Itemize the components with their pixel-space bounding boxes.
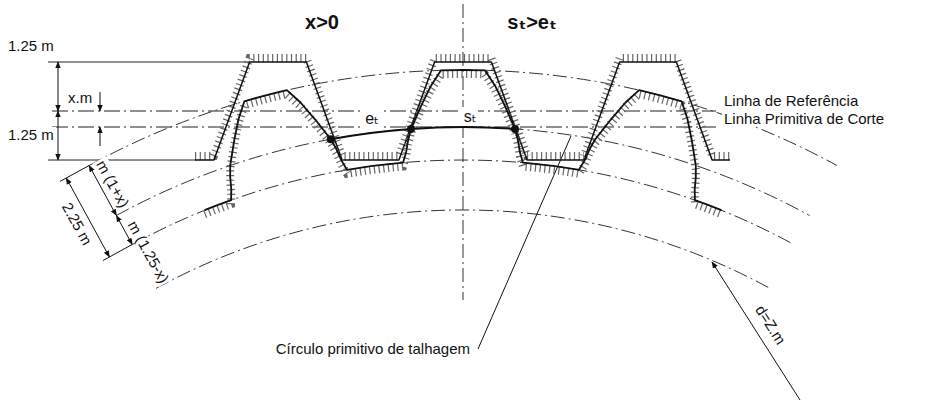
thickness-label: sₜ xyxy=(462,107,479,126)
pitch-point xyxy=(327,135,335,143)
dimension-line xyxy=(100,127,101,146)
dimension-line xyxy=(712,262,800,400)
center-line xyxy=(463,4,464,300)
circle-label: Círculo primitivo de talhagem xyxy=(274,341,472,357)
thickness-relation: sₜ>eₜ xyxy=(505,11,558,34)
dimension-text: x.m xyxy=(66,90,94,106)
cutting-line xyxy=(52,126,716,127)
pitch-point xyxy=(511,125,519,133)
dimension-text: 1.25 m xyxy=(6,127,56,143)
line-label: Linha Primitiva de Corte xyxy=(722,111,886,127)
dimension-line xyxy=(100,92,101,111)
profile-shift-sign: x>0 xyxy=(303,11,341,34)
extension-line xyxy=(48,62,250,63)
extension-line xyxy=(48,160,196,161)
pitch-point xyxy=(407,125,415,133)
space-label: eₜ xyxy=(363,109,381,128)
pitch-arc xyxy=(331,127,515,139)
pitch-points xyxy=(327,125,519,143)
dimension-text: 2.25 m xyxy=(58,198,96,249)
gear-hatch xyxy=(205,74,722,214)
gear-profile xyxy=(205,70,722,210)
line-label: Linha de Referência xyxy=(722,93,860,109)
leader-line xyxy=(478,136,571,349)
dimension-line xyxy=(58,62,59,111)
dimension-text: d=Z.m xyxy=(751,301,790,349)
extension-line xyxy=(60,166,89,182)
dimension-text: m (1+x) xyxy=(93,156,134,212)
dimension-line xyxy=(58,111,59,160)
dimension-text: m (1.25-x) xyxy=(123,216,172,287)
dimension-text: 1.25 m xyxy=(6,38,56,54)
reference-line xyxy=(52,110,716,111)
